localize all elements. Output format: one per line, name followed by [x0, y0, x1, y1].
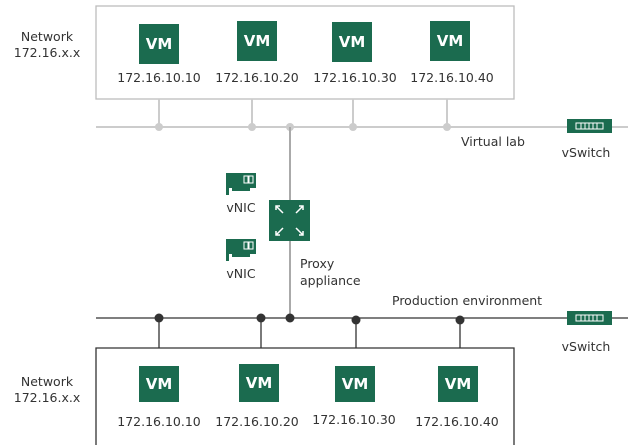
vm-icon-label: VM — [146, 375, 173, 393]
vm-icon — [139, 24, 179, 64]
bottom-network-subnet: 172.16.x.x — [14, 390, 80, 405]
connection-dot — [455, 315, 465, 325]
proxy-label-sub: appliance — [300, 273, 361, 288]
proxy-appliance-icon — [269, 200, 310, 241]
vm-icon — [239, 364, 279, 402]
bottom-vswitch[interactable]: vSwitch — [562, 311, 612, 354]
virtual-lab-bus: Virtual lab — [96, 99, 628, 149]
connection-dot — [349, 123, 357, 131]
bottom-vm-4[interactable]: VM 172.16.10.40 — [415, 366, 499, 429]
vm-icon-label: VM — [146, 35, 173, 53]
network-card-icon — [226, 239, 256, 261]
vm-ip-label: 172.16.10.30 — [312, 412, 396, 427]
vswitch-label: vSwitch — [562, 145, 611, 160]
vswitch-label: vSwitch — [562, 339, 611, 354]
proxy-label: Proxy — [300, 256, 335, 271]
connection-dot — [443, 123, 451, 131]
proxy-appliance[interactable]: Proxy appliance — [269, 200, 361, 288]
connection-dot — [155, 123, 163, 131]
vm-icon-label: VM — [437, 32, 464, 50]
connection-dot — [248, 123, 256, 131]
bottom-network-label: Network — [21, 374, 74, 389]
production-bus: Production environment — [96, 293, 628, 348]
top-network-label: Network — [21, 29, 74, 44]
production-label: Production environment — [392, 293, 542, 308]
switch-icon — [567, 119, 612, 133]
switch-icon — [567, 311, 612, 325]
top-network-box — [95, 5, 515, 100]
bottom-network-box — [95, 347, 515, 445]
vm-icon — [332, 22, 372, 62]
network-card-icon — [226, 173, 256, 195]
vm-icon — [430, 21, 470, 61]
vm-ip-label: 172.16.10.20 — [215, 70, 299, 85]
top-vm-3[interactable]: VM 172.16.10.30 — [313, 22, 397, 85]
vnic-label: vNIC — [226, 266, 255, 281]
vm-ip-label: 172.16.10.10 — [117, 414, 201, 429]
bottom-vm-1[interactable]: VM 172.16.10.10 — [117, 366, 201, 429]
vm-ip-label: 172.16.10.40 — [415, 414, 499, 429]
top-network-subnet: 172.16.x.x — [14, 45, 80, 60]
top-vm-4[interactable]: VM 172.16.10.40 — [410, 21, 494, 85]
vm-ip-label: 172.16.10.30 — [313, 70, 397, 85]
bottom-vm-2[interactable]: VM 172.16.10.20 — [215, 364, 299, 429]
vm-ip-label: 172.16.10.20 — [215, 414, 299, 429]
bottom-network: Network 172.16.x.x VM 172.16.10.10 VM 17… — [14, 347, 515, 445]
vm-icon — [335, 366, 375, 402]
vnic-2[interactable]: vNIC — [226, 239, 256, 281]
vm-ip-label: 172.16.10.40 — [410, 70, 494, 85]
virtual-lab-label: Virtual lab — [461, 134, 525, 149]
vm-icon-label: VM — [244, 32, 271, 50]
connection-dot — [285, 313, 295, 323]
vm-icon-label: VM — [246, 374, 273, 392]
connection-dot — [256, 313, 266, 323]
vm-icon-label: VM — [342, 375, 369, 393]
connection-dot — [154, 313, 164, 323]
top-network: Network 172.16.x.x VM 172.16.10.10 VM 17… — [14, 5, 515, 100]
vm-icon-label: VM — [339, 33, 366, 51]
vm-icon — [237, 21, 277, 61]
top-vm-1[interactable]: VM 172.16.10.10 — [117, 24, 201, 85]
top-vswitch[interactable]: vSwitch — [562, 119, 612, 160]
bottom-vm-3[interactable]: VM 172.16.10.30 — [312, 366, 396, 427]
vm-icon — [438, 366, 478, 402]
vnic-label: vNIC — [226, 200, 255, 215]
vm-ip-label: 172.16.10.10 — [117, 70, 201, 85]
top-vm-2[interactable]: VM 172.16.10.20 — [215, 21, 299, 85]
vm-icon — [139, 366, 179, 402]
vnic-1[interactable]: vNIC — [226, 173, 256, 215]
connection-dot — [351, 315, 361, 325]
vm-icon-label: VM — [445, 375, 472, 393]
